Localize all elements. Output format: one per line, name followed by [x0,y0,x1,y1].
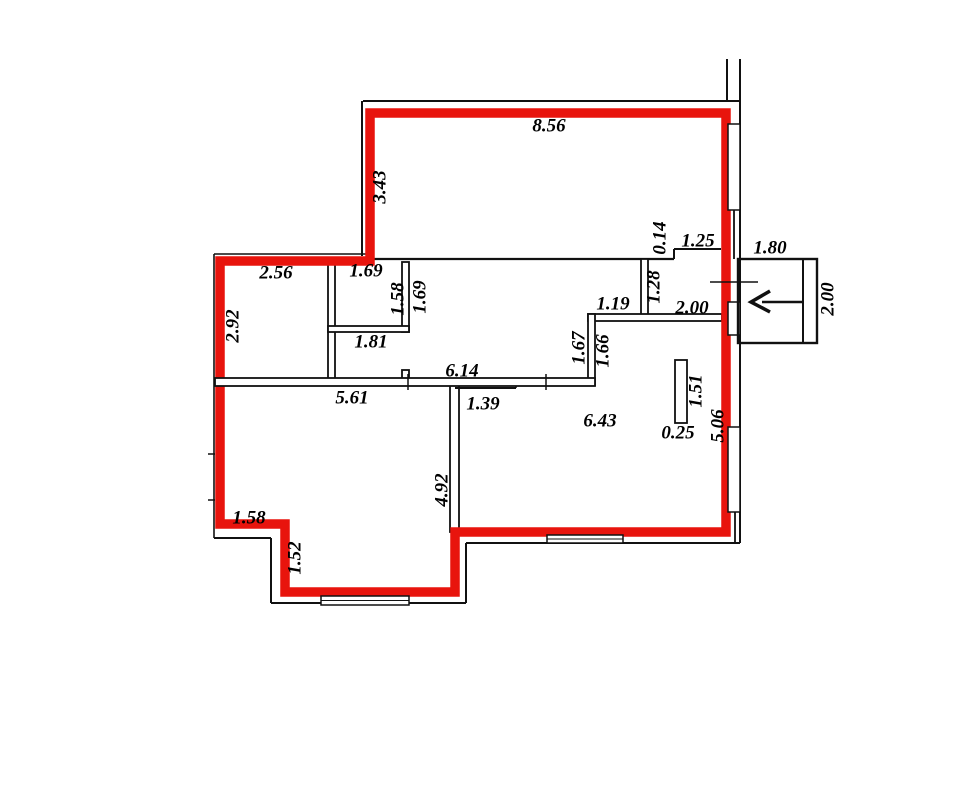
dimension-label-left-room-side-wall: 2.92 [223,309,244,344]
dimension-label-inner-wall-inner-side: 1.66 [593,334,614,368]
dimension-label-right-exterior-wall: 5.06 [708,409,729,443]
bedroom-dividing-wall [449,380,460,533]
dimension-label-closet-bottom-wall: 1.81 [354,332,387,353]
entrance-porch [710,257,819,345]
dimension-label-wall-step: 0.14 [650,221,671,254]
dimension-label-closet-right-wall: 1.69 [410,280,431,314]
porch-outline [736,257,819,345]
apartment-boundary [215,108,731,597]
dimension-label-upper-right-ledge: 1.25 [681,231,715,252]
closet-bottom-wall [327,325,410,333]
window-right-upper [727,123,741,211]
dimension-label-inner-wall-outer-side: 1.67 [569,330,590,365]
dimension-label-partition-length: 1.51 [686,374,707,407]
dimension-label-bedroom-dividing-wall: 4.92 [432,473,453,508]
dimension-label-porch-width: 1.80 [753,238,787,259]
dimension-label-notch-depth: 1.52 [285,541,306,575]
dimension-label-hall-opening: 1.19 [596,294,630,315]
dimension-label-entry-hall-wall: 2.00 [674,298,709,319]
dimension-label-partition-thickness: 0.25 [661,423,695,444]
dimension-label-upper-room-left-wall: 3.43 [370,170,391,204]
closet-left-wall [327,261,336,382]
dimension-label-entry-closet-wall: 1.28 [644,270,665,304]
dimension-label-porch-depth: 2.00 [818,282,839,317]
main-cross-wall [214,377,596,387]
dimension-label-bottom-exterior-wall: 6.43 [583,411,616,432]
entrance-arrow-head [747,289,771,314]
dimension-label-closet-width: 1.69 [349,261,383,282]
dimension-label-notch-width: 1.58 [232,508,266,529]
partition-stub [674,359,688,424]
dimension-label-living-room-width: 5.61 [335,388,368,409]
dimension-label-top-exterior-wall: 8.56 [532,116,566,137]
entrance-arrow-icon [747,289,803,314]
dimension-label-closet-depth: 1.58 [388,282,409,316]
dimension-label-doorway-wall: 1.39 [466,394,500,415]
window-right-lower [727,426,741,513]
dimension-label-left-room-top-wall: 2.56 [258,263,293,284]
dimension-label-hall-length: 6.14 [445,361,478,382]
